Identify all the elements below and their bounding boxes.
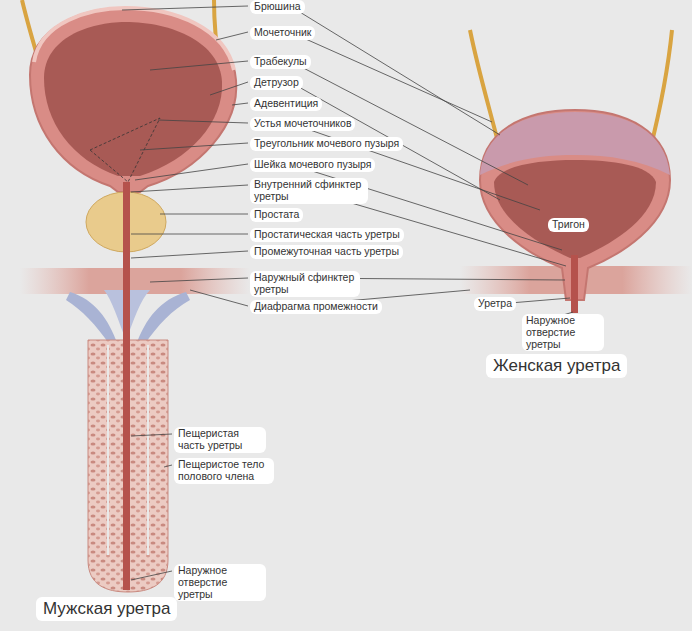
part-label: Пещеристое тело полового члена — [174, 458, 274, 484]
part-label: Диафрагма промежности — [250, 300, 382, 314]
part-label: Устья мочеточников — [250, 117, 355, 131]
ureter — [650, 30, 672, 150]
urethra — [571, 255, 578, 313]
part-label: Простата — [250, 208, 303, 222]
bladder-wall — [30, 8, 236, 192]
bladder-lumen — [44, 22, 222, 176]
part-label: Детрузор — [250, 76, 303, 90]
trigone-outline — [90, 118, 160, 182]
part-label: Мочеточник — [250, 26, 315, 40]
septum — [107, 345, 109, 555]
leader-lines — [122, 6, 573, 580]
part-label: Промежуточная часть уретры — [250, 245, 403, 259]
part-label: Внутренний сфинктер уретры — [250, 178, 368, 204]
part-label: Наружный сфинктер уретры — [250, 271, 360, 297]
bulb — [136, 292, 190, 345]
figure-title: Мужская уретра — [36, 597, 177, 621]
septum — [147, 345, 149, 555]
figure-title: Женская уретра — [486, 354, 627, 378]
part-label: Треугольник мочевого пузыря — [250, 137, 403, 151]
bladder-lumen — [494, 160, 656, 258]
part-label: Трабекулы — [250, 55, 311, 69]
urethra — [123, 182, 130, 590]
part-label: Шейка мочевого пузыря — [250, 158, 375, 172]
part-label: Наружное отверстие уретры — [174, 564, 266, 601]
part-label: Тригон — [548, 218, 589, 232]
part-label: Брюшина — [250, 0, 305, 14]
part-label: Адевентиция — [250, 97, 322, 111]
part-label: Наружное отверстие уретры — [522, 314, 604, 351]
part-label: Пещеристая часть уретры — [174, 427, 266, 453]
part-label: Уретра — [474, 297, 516, 311]
part-label: Простатическая часть уретры — [250, 228, 404, 242]
